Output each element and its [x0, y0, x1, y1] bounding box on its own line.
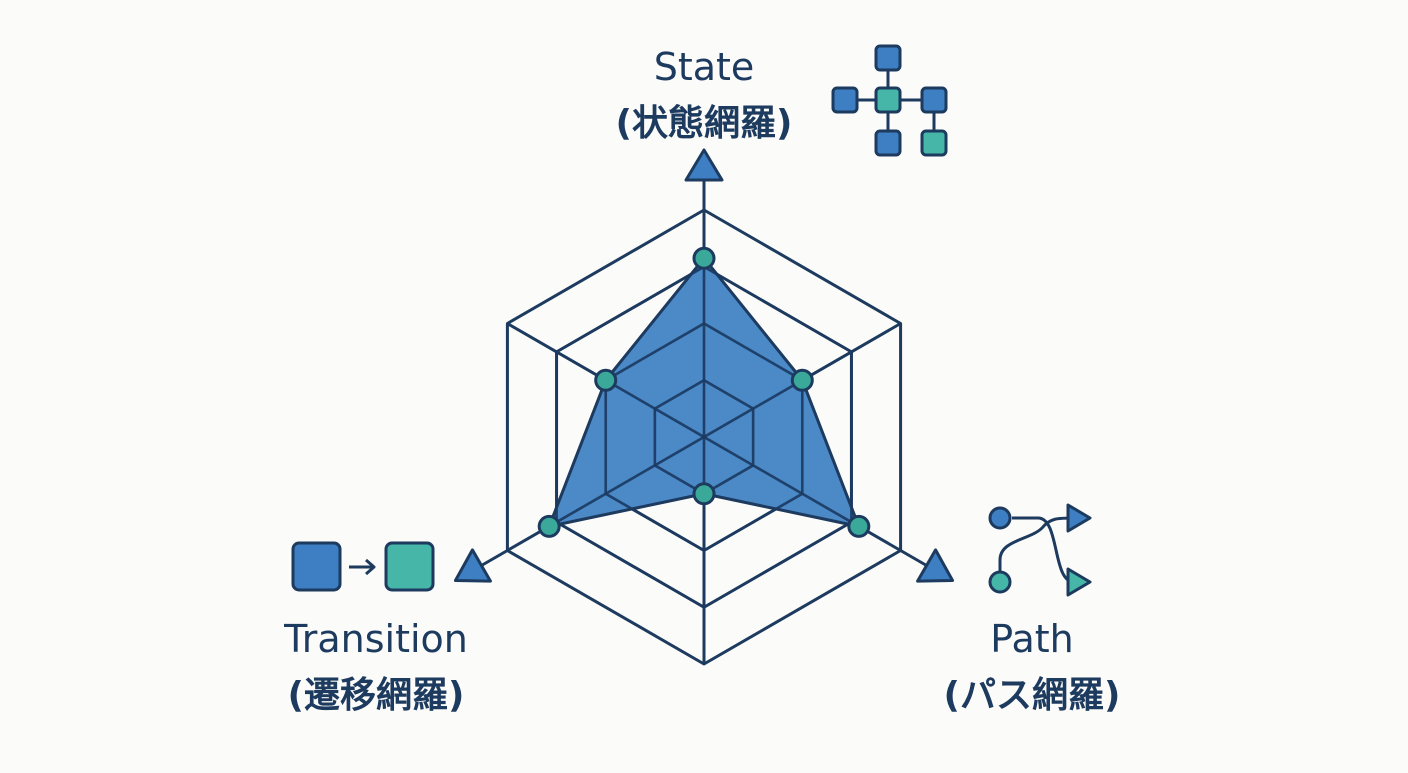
data-nodes [537, 246, 871, 538]
coverage-polygon-layer [547, 256, 861, 609]
node-transition [537, 514, 561, 538]
state-graph-icon [831, 44, 948, 157]
axis-label-state-subtitle: (状態網羅) [616, 103, 793, 144]
branching-path-icon [988, 503, 1092, 597]
transition-axis-arrow-stem [480, 549, 509, 567]
radar-spoke-overlay-4 [555, 435, 705, 524]
radar-spoke-overlay-1 [703, 350, 853, 439]
radar-spoke-overlay-2 [703, 435, 853, 524]
axis-label-state-title: State [654, 45, 755, 89]
state-transition-icon [291, 541, 435, 592]
path-axis-arrow-stem [899, 549, 928, 567]
state-axis-arrow [684, 148, 724, 182]
axis-label-path-subtitle: (パス網羅) [944, 675, 1121, 716]
node-transition-state [594, 368, 618, 392]
axis-label-transition-title: Transition [283, 617, 468, 661]
node-state [692, 246, 716, 270]
axis-arrows [453, 148, 955, 583]
axis-label-transition-subtitle: (遷移網羅) [288, 675, 465, 716]
axis-label-path-title: Path [990, 617, 1073, 661]
transition-axis-arrow [453, 548, 492, 583]
radar-spoke-overlay-5 [555, 350, 705, 439]
node-path [847, 514, 871, 538]
node-state-path [790, 368, 814, 392]
node-path-transition [692, 482, 716, 506]
path-axis-arrow [916, 548, 955, 583]
